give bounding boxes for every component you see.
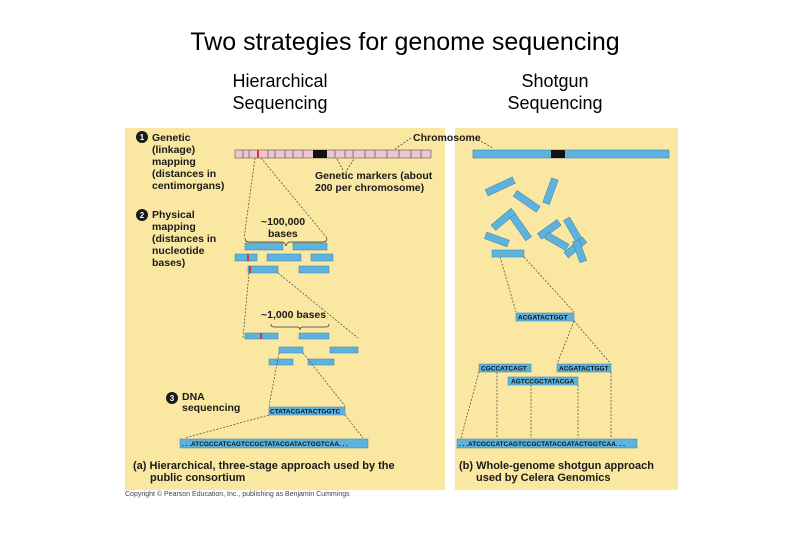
expand-line-3a [268,352,280,407]
step3-badge [166,392,178,404]
fragment-row-3 [268,358,335,366]
copyright-notice: Copyright © Pearson Education, Inc., pub… [125,491,350,498]
shotgun-expand-1a [499,256,517,313]
hierarchical-heading-line1: Hierarchical [232,71,328,91]
slide-title: Two strategies for genome sequencing [190,28,620,56]
full-seq-right: . . .ATCGCCATCAGTCCGCTATACGATACTGGTCAA. … [459,441,625,448]
chromosome-label: Chromosome [413,132,481,144]
bases-1k-label: ~1,000 bases [261,309,326,321]
step2-number: 2 [140,211,145,220]
hierarchical-heading-line2: Sequencing [232,93,328,113]
markers-leader-2 [346,158,355,171]
hierarchical-heading: Hierarchical Sequencing [200,70,360,114]
random-fragments [484,176,588,264]
bases-100k-brace [244,237,328,247]
bases-1k-brace [270,323,330,331]
expand-line-2a [242,272,250,339]
seq-fragment-top: ACGATACTGGT [518,315,568,322]
shotgun-expand-1b [523,256,575,313]
caption-left: (a) Hierarchical, three-stage approach u… [133,460,398,484]
step2-label: Physical mapping (distances in nucleotid… [152,209,219,269]
markers-label: Genetic markers (about 200 per chromosom… [315,170,435,194]
fragment-seq-left: CTATACGATACTGGTC [270,409,340,416]
step3-number: 3 [170,394,175,403]
shotgun-heading-line2: Sequencing [507,93,603,113]
chromosome-left [234,149,432,159]
seq-frag-b-box [556,363,612,373]
fragment-row-1 [244,332,330,340]
bac-row-3 [247,265,330,274]
shotgun-heading-line1: Shotgun [521,71,589,91]
seq-frag-a: CGCCATCAGT [481,366,527,373]
expand-line-1a [243,157,256,239]
expand-line-2b [277,272,359,339]
bases-100k-label: ~100,000 bases [261,216,308,240]
step1-badge [136,131,148,143]
sequencing-diagram: 1 Genetic (linkage) mapping (distances i… [125,128,678,490]
fragment-seq-box-left [268,406,346,416]
seq-frag-a-box [478,363,532,373]
bac-row-2 [234,253,334,262]
full-seq-box-right [456,438,638,449]
seq-frag-c-box [507,376,579,386]
fragment-row-2 [278,346,359,354]
shotgun-expand-2a [556,320,575,365]
seq-frag-b: ACGATACTGGT [559,366,609,373]
shotgun-expand-3a [460,371,480,439]
step3-label: DNA sequencing [182,391,240,414]
step2-badge [136,209,148,221]
shotgun-expand-2b [573,320,612,365]
full-seq-left: . . .ATCGCCATCAGTCCGCTATACGATACTGGTCAA. … [182,441,348,448]
step1-number: 1 [140,133,145,142]
panel-left [125,128,445,490]
step1-label: Genetic (linkage) mapping (distances in … [152,132,224,192]
caption-right: (b) Whole-genome shotgun approach used b… [459,460,657,484]
expand-line-3b [302,352,346,407]
seq-frag-c: AGTCCGCTATACGA [511,379,574,386]
expand-line-4a [184,414,270,439]
expand-line-4b [344,414,364,439]
shotgun-heading: Shotgun Sequencing [480,70,630,114]
seq-fragment-top-box [515,312,575,322]
full-seq-box-left [179,438,369,449]
chromosome-right [472,149,670,159]
bac-row-1 [244,242,328,251]
panel-right [455,128,678,490]
